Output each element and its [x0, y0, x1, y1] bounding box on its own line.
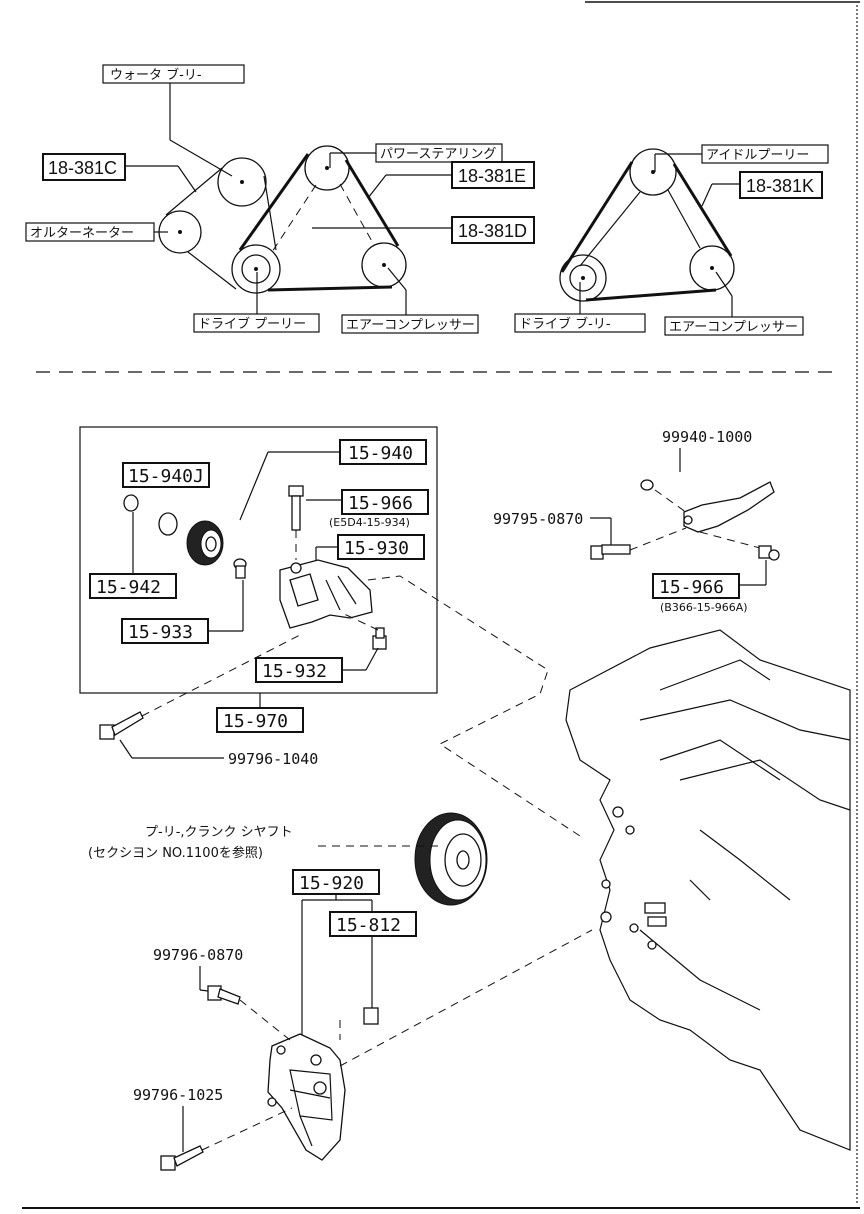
dowel-15-812	[339, 1007, 379, 1040]
label-air-compressor-right: エアーコンプレッサー	[664, 271, 804, 336]
engine-block	[565, 629, 851, 1151]
callout-15-932: 15-932	[255, 647, 379, 683]
label-alternator: オルターネーター	[25, 222, 168, 242]
bolt-15-932	[339, 611, 387, 650]
crank-line-2: (セクシヨン NO.1100を参照)	[88, 845, 263, 861]
callout-99940-1000: 99940-1000	[662, 428, 752, 472]
belt-diagram-right	[559, 148, 735, 302]
part-99796-1040: 99796-1040	[228, 750, 318, 768]
idler-pulley-label: アイドルプーリー	[706, 148, 809, 163]
water-pump-label: ウォータ ブ-リ-	[110, 67, 202, 83]
label-18-381K: 18-381K	[701, 171, 823, 207]
part-15-966: 15-966	[348, 493, 413, 514]
bolt-99796-0870	[207, 985, 291, 1041]
stud-15-966	[758, 545, 780, 561]
routing-lower	[339, 929, 593, 1067]
part-15-970: 15-970	[223, 711, 288, 732]
part-15-966b: 15-966	[659, 577, 724, 598]
part-15-930: 15-930	[344, 538, 409, 559]
part-99796-1025: 99796-1025	[133, 1086, 223, 1104]
bracket-15-920	[267, 1033, 346, 1161]
part-15-812: 15-812	[336, 915, 401, 936]
callout-15-966: 15-966 (E5D4-15-934)	[306, 489, 429, 529]
part-15-932: 15-932	[262, 661, 327, 682]
air-compressor-label: エアーコンプレッサー	[346, 318, 475, 333]
callout-15-970: 15-970	[216, 693, 304, 733]
callout-99796-1025: 99796-1025	[133, 1086, 223, 1152]
crank-pulley	[414, 812, 488, 906]
part-15-966b-note: (B366-15-966A)	[660, 601, 748, 614]
label-18-381C: 18-381C	[42, 153, 197, 193]
label-18-381D: 18-381D	[312, 216, 535, 244]
part-15-920: 15-920	[299, 873, 364, 894]
label-idler-pulley: アイドルプーリー	[654, 144, 829, 172]
part-99940-1000: 99940-1000	[662, 428, 752, 446]
crank-pulley-note: プ-リ-,クランク シヤフト (セクシヨン NO.1100を参照)	[88, 825, 440, 861]
alternator-label: オルターネーター	[30, 226, 134, 241]
idler-bearing	[123, 494, 224, 566]
code-18-381D: 18-381D	[458, 221, 527, 241]
bracket-15-930	[279, 559, 373, 629]
drive-pulley-label: ドライブ プーリー	[198, 316, 306, 332]
callout-99795-0870: 99795-0870	[493, 510, 612, 548]
label-water-pump: ウォータ ブ-リ-	[102, 64, 245, 177]
drive-pulley-right-label: ドライブ ブ-リ-	[519, 316, 611, 332]
bolt-99796-1040: 99796-1040	[99, 634, 318, 768]
code-18-381K: 18-381K	[746, 176, 814, 196]
label-drive-pulley-right: ドライブ ブ-リ-	[514, 282, 646, 333]
callout-15-933: 15-933	[121, 580, 244, 644]
callout-15-812: 15-812	[329, 911, 417, 1008]
lift-bracket	[640, 479, 775, 549]
part-15-942: 15-942	[96, 577, 161, 598]
callout-15-930: 15-930	[315, 534, 425, 568]
callout-15-966b: 15-966 (B366-15-966A)	[652, 560, 767, 614]
code-18-381C: 18-381C	[48, 158, 117, 178]
part-99796-0870: 99796-0870	[153, 946, 243, 964]
bolt-15-966	[288, 485, 304, 560]
crank-line-1: プ-リ-,クランク シヤフト	[145, 825, 293, 840]
power-steering-label: パワーステアリング	[380, 147, 496, 162]
callout-15-940: 15-940	[239, 439, 427, 521]
callout-99796-0870: 99796-0870	[153, 946, 243, 993]
callout-15-940J: 15-940J	[122, 462, 210, 488]
part-15-966-note: (E5D4-15-934)	[329, 516, 410, 529]
bolt-99795-0870	[590, 527, 687, 560]
code-18-381E: 18-381E	[458, 166, 526, 186]
label-air-compressor-left: エアーコンプレッサー	[341, 267, 479, 334]
callout-15-942: 15-942	[89, 512, 177, 599]
bracket-assembly-frame	[79, 426, 438, 694]
callout-15-920: 15-920	[292, 869, 380, 1040]
part-15-940: 15-940	[348, 443, 413, 464]
part-15-933: 15-933	[128, 622, 193, 643]
spacer-15-933	[233, 558, 247, 579]
part-99795-0870: 99795-0870	[493, 510, 583, 528]
bolt-99796-1025	[160, 1107, 293, 1171]
air-compressor-right-label: エアーコンプレッサー	[669, 320, 798, 335]
label-drive-pulley-left: ドライブ プーリー	[193, 272, 320, 333]
belt-diagram-left	[158, 145, 407, 294]
label-18-381E: 18-381E	[367, 161, 535, 199]
label-power-steering: パワーステアリング	[329, 143, 503, 168]
routing-upper	[367, 575, 581, 837]
part-15-940J: 15-940J	[128, 466, 204, 487]
